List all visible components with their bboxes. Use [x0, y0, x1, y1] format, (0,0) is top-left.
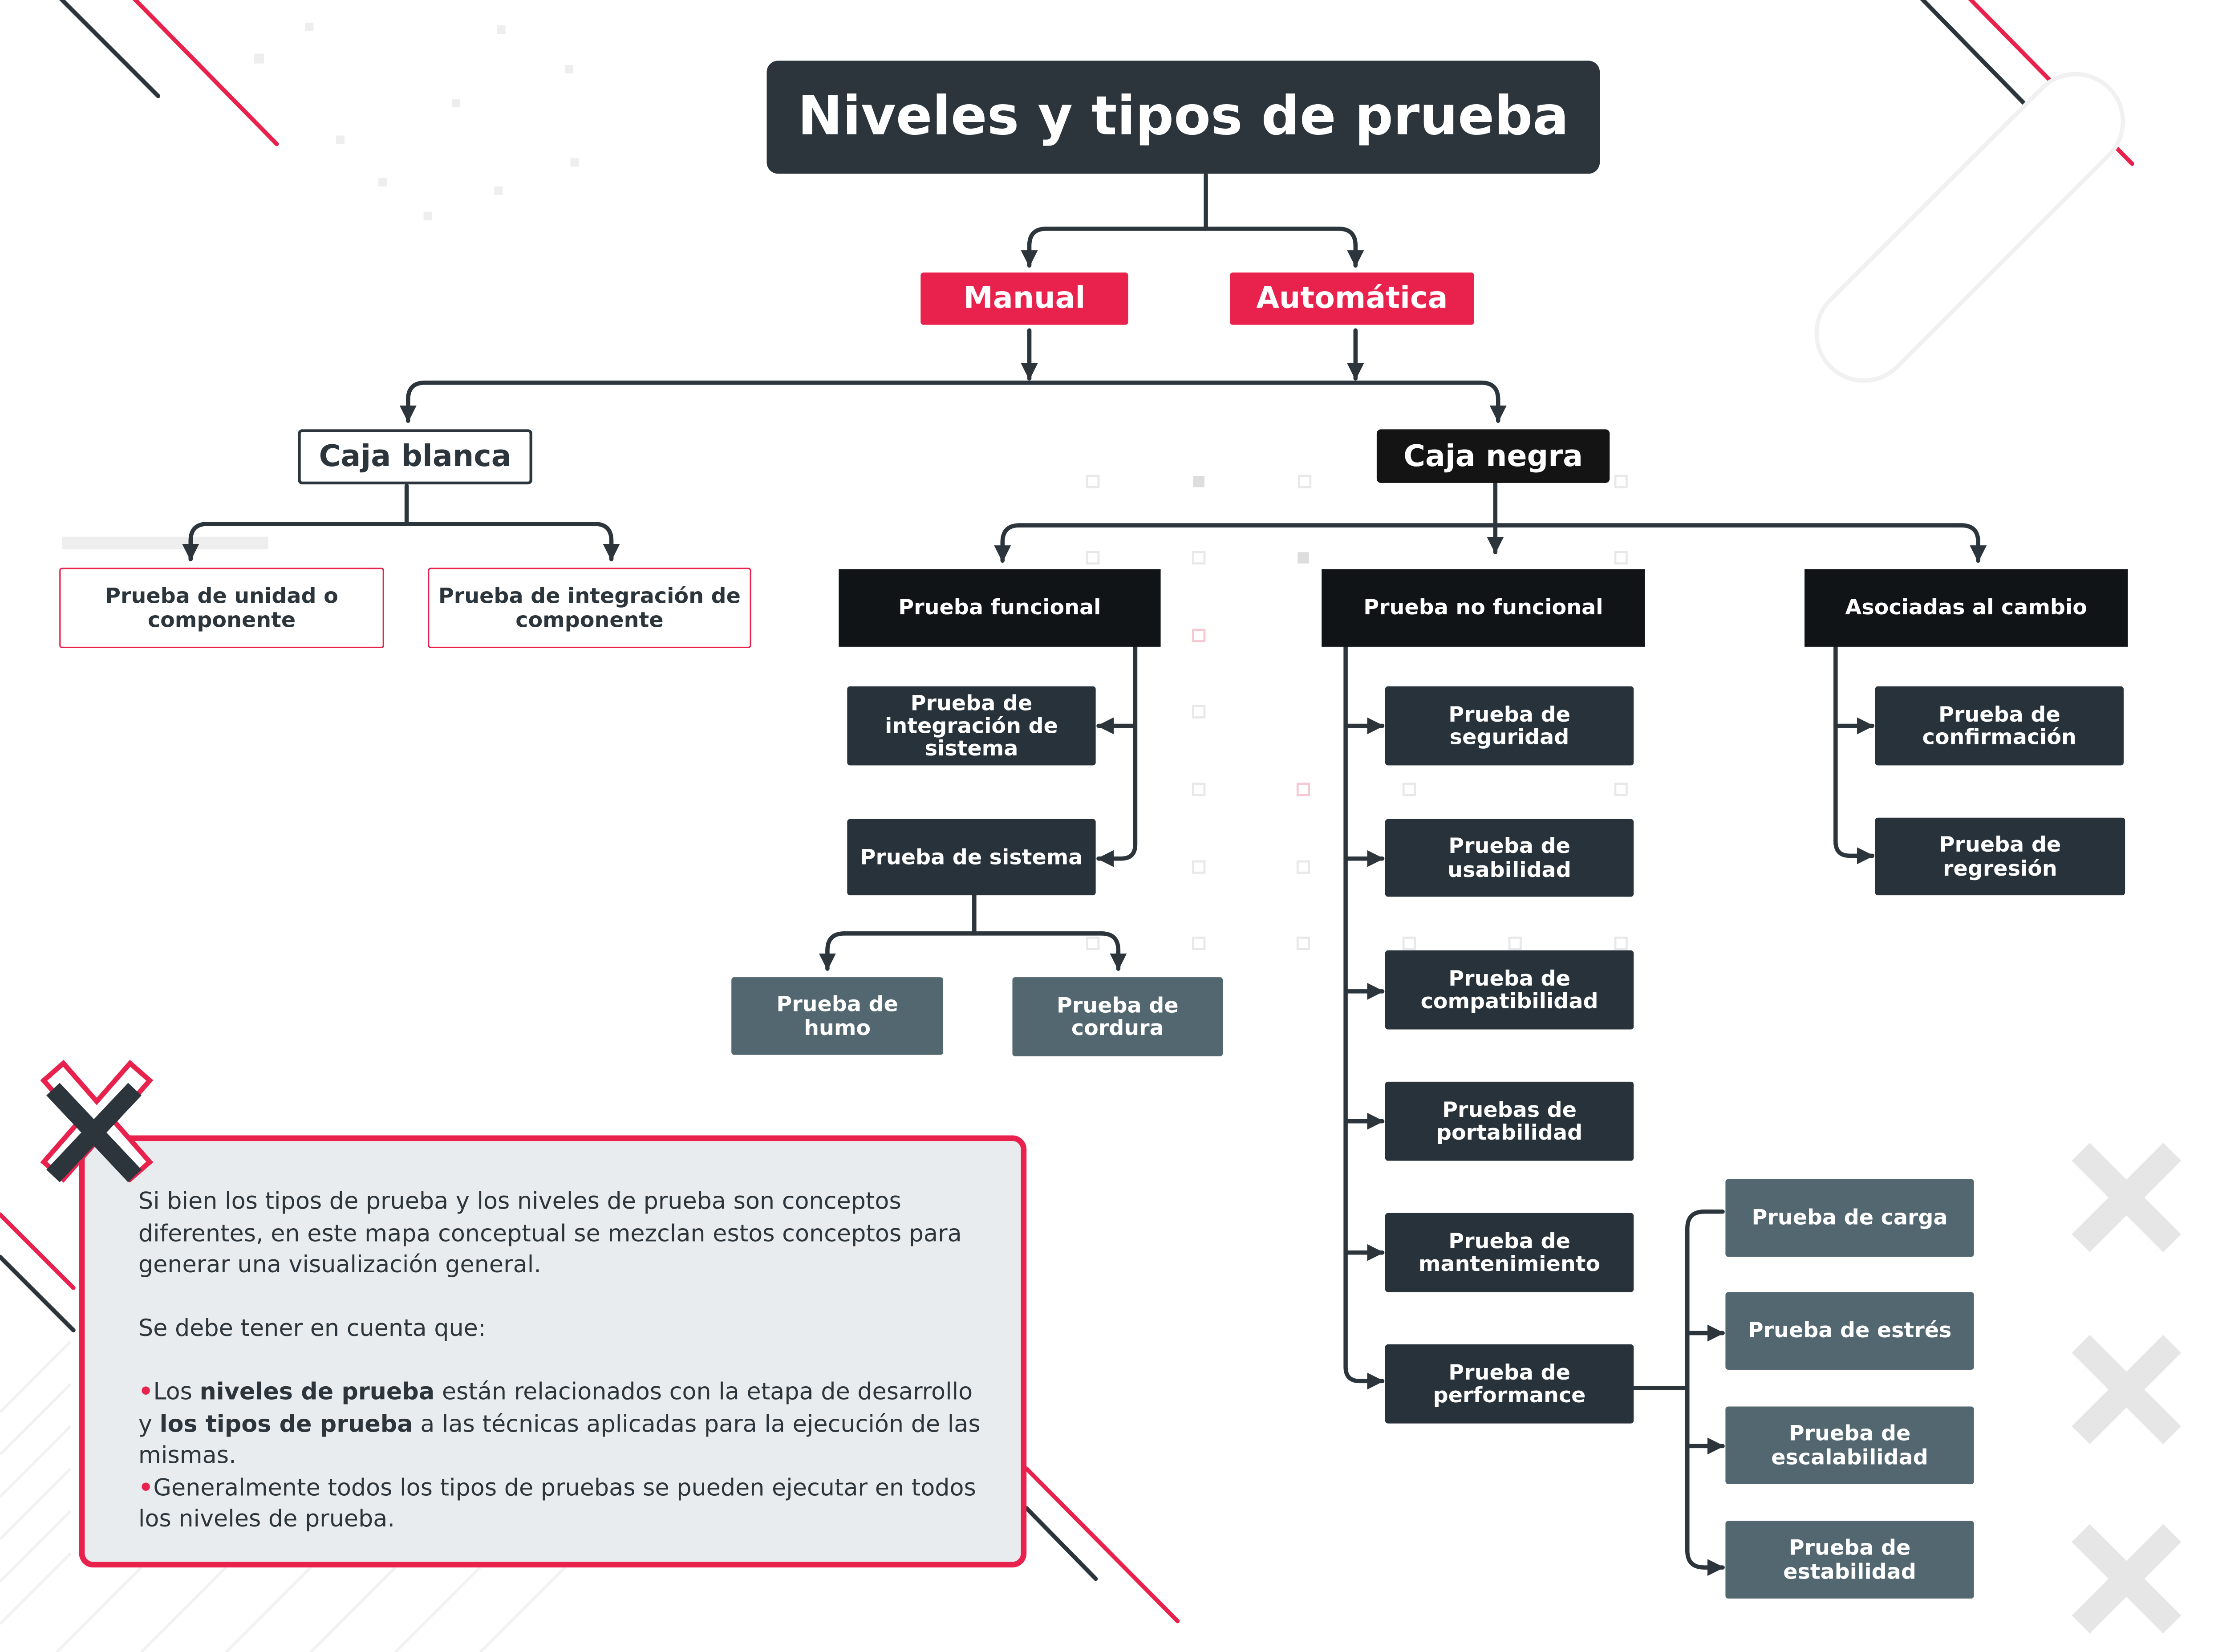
- prueba-estabilidad-node: Prueba de estabilidad: [1725, 1521, 1974, 1599]
- prueba-escalabilidad-node: Prueba de escalabilidad: [1725, 1406, 1974, 1484]
- page-title: Niveles y tipos de prueba: [766, 61, 1600, 174]
- prueba-cordura-node: Prueba de cordura: [1012, 977, 1223, 1056]
- prueba-performance-node: Prueba de performance: [1385, 1344, 1634, 1424]
- prueba-seguridad-node: Prueba de seguridad: [1385, 686, 1634, 766]
- prueba-mantenimiento-node: Prueba de mantenimiento: [1385, 1213, 1634, 1292]
- prueba-integracion-sistema-node: Prueba de integración de sistema: [847, 686, 1096, 766]
- note-paragraph-1: Si bien los tipos de prueba y los nivele…: [138, 1187, 962, 1278]
- prueba-usabilidad-node: Prueba de usabilidad: [1385, 819, 1634, 897]
- prueba-integracion-componente-node: Prueba de integración de componente: [428, 568, 751, 649]
- prueba-estres-node: Prueba de estrés: [1725, 1292, 1974, 1370]
- prueba-compatibilidad-node: Prueba de compatibilidad: [1385, 950, 1634, 1030]
- prueba-regresion-node: Prueba de regresión: [1875, 817, 2125, 896]
- prueba-humo-node: Prueba de humo: [731, 977, 944, 1055]
- prueba-no-funcional-node: Prueba no funcional: [1322, 569, 1645, 647]
- prueba-confirmacion-node: Prueba de confirmación: [1875, 686, 2124, 766]
- prueba-sistema-node: Prueba de sistema: [847, 819, 1096, 896]
- mode-manual: Manual: [920, 272, 1128, 325]
- bullet-dot: •: [138, 1378, 154, 1405]
- caja-negra-node: Caja negra: [1376, 429, 1610, 483]
- prueba-unidad-node: Prueba de unidad o componente: [59, 568, 384, 649]
- mode-automatica: Automática: [1229, 272, 1474, 325]
- note-paragraph-2: Se debe tener en cuenta que:: [138, 1315, 486, 1342]
- caja-blanca-node: Caja blanca: [298, 429, 532, 485]
- prueba-funcional-node: Prueba funcional: [839, 569, 1161, 647]
- note-box: Si bien los tipos de prueba y los nivele…: [79, 1135, 1027, 1568]
- bullet-dot: •: [138, 1473, 154, 1501]
- pruebas-portabilidad-node: Pruebas de portabilidad: [1385, 1081, 1634, 1161]
- prueba-carga-node: Prueba de carga: [1725, 1179, 1974, 1257]
- note-bullet-1: •Los niveles de prueba están relacionado…: [138, 1378, 981, 1469]
- note-bullet-2: •Generalmente todos los tipos de pruebas…: [138, 1473, 976, 1532]
- asociadas-cambio-node: Asociadas al cambio: [1804, 569, 2128, 647]
